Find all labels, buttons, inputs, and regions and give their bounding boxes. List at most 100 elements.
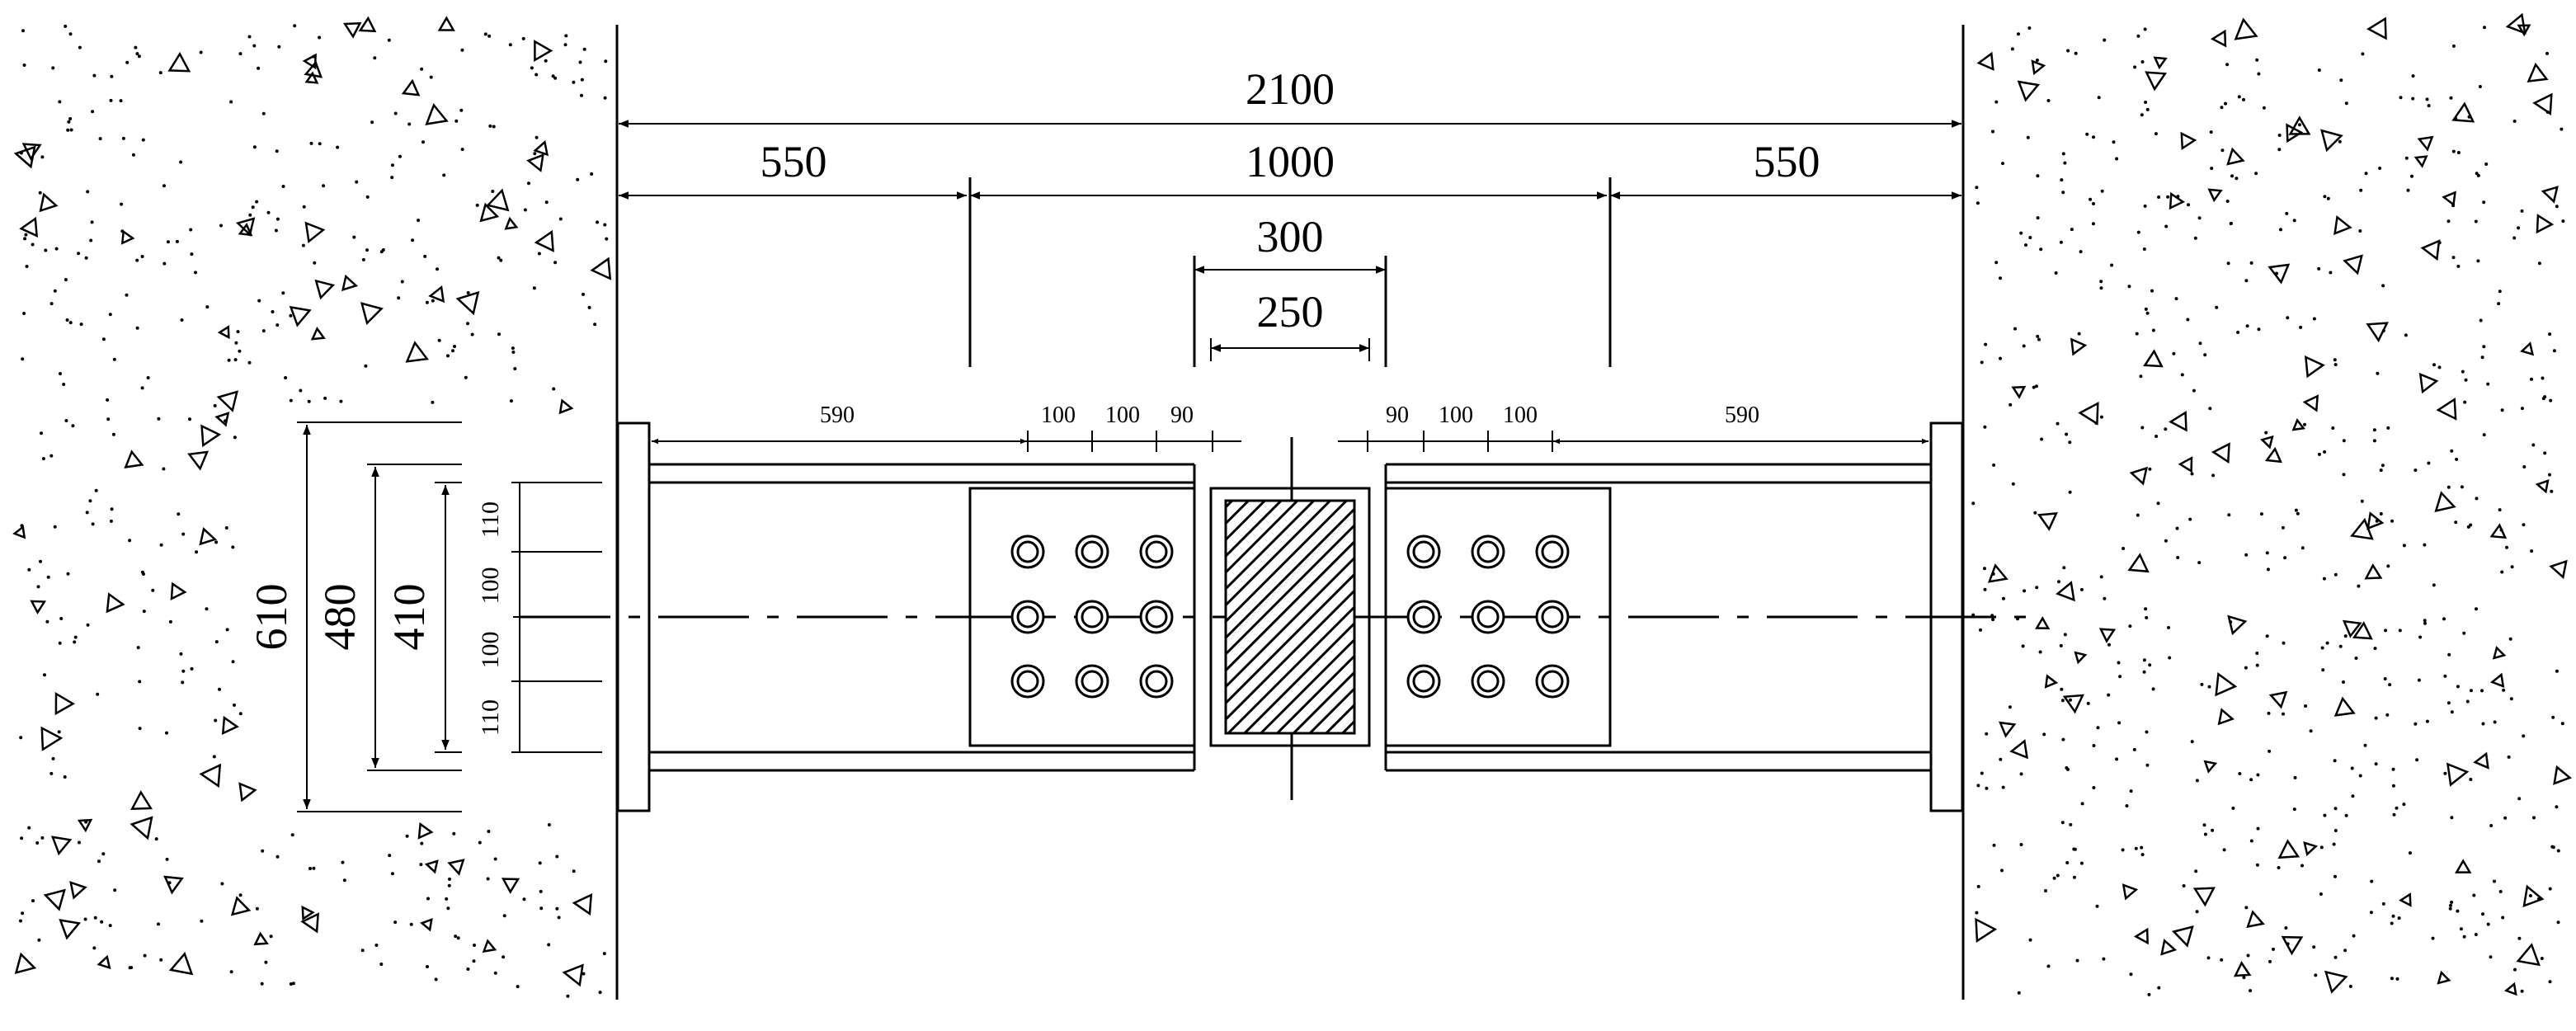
bolt-hole	[1081, 670, 1104, 693]
concrete-dot	[21, 357, 25, 361]
concrete-dot	[2036, 216, 2040, 220]
concrete-dot	[2475, 497, 2479, 501]
concrete-dot	[67, 120, 71, 124]
concrete-dot	[289, 398, 293, 403]
concrete-dot	[2238, 772, 2242, 775]
concrete-dot	[2379, 468, 2383, 473]
concrete-dot	[136, 646, 140, 650]
concrete-dot	[2061, 152, 2065, 156]
concrete-dot	[426, 965, 429, 968]
concrete-dot	[2156, 501, 2160, 506]
concrete-dot	[275, 217, 280, 221]
concrete-dot	[281, 291, 285, 295]
concrete-aggregate	[1999, 721, 2017, 738]
bolt-hole	[1145, 540, 1168, 563]
concrete-dot	[189, 228, 193, 232]
concrete-aggregate	[2203, 760, 2218, 774]
concrete-dot	[2498, 890, 2503, 893]
concrete-dot	[2530, 549, 2534, 553]
concrete-dot	[140, 255, 144, 258]
concrete-aggregate	[2549, 559, 2568, 580]
concrete-dot	[35, 841, 40, 845]
concrete-dot	[2296, 511, 2300, 516]
concrete-dot	[527, 181, 530, 186]
concrete-dot	[44, 248, 48, 252]
concrete-dot	[2483, 26, 2486, 30]
concrete-dot	[2197, 561, 2202, 565]
concrete-dot	[2446, 701, 2451, 705]
concrete-dot	[488, 124, 492, 128]
concrete-dot	[2509, 697, 2513, 701]
concrete-dot	[2249, 778, 2253, 782]
concrete-dot	[2450, 449, 2454, 453]
concrete-dot	[2363, 743, 2367, 747]
concrete-dot	[2292, 807, 2296, 812]
concrete-dot	[397, 296, 401, 300]
concrete-dot	[2059, 240, 2063, 244]
concrete-dot	[131, 153, 135, 157]
concrete-dot	[2208, 407, 2212, 411]
concrete-dot	[2129, 972, 2133, 977]
concrete-dot	[2145, 615, 2149, 619]
concrete-dot	[271, 310, 275, 313]
concrete-dot	[547, 823, 551, 826]
concrete-dot	[360, 949, 365, 953]
concrete-aggregate	[482, 939, 497, 953]
concrete-aggregate	[167, 51, 191, 73]
concrete-dot	[2550, 489, 2554, 493]
concrete-dot	[106, 417, 111, 421]
concrete-dot	[2210, 167, 2214, 171]
concrete-dot	[2474, 219, 2478, 224]
concrete-dot	[2279, 228, 2282, 232]
concrete-dot	[2323, 195, 2327, 199]
concrete-dot	[2550, 845, 2555, 849]
concrete-dot	[2317, 452, 2321, 456]
concrete-dot	[140, 386, 144, 390]
concrete-aggregate	[2129, 466, 2148, 486]
concrete-dot	[2418, 635, 2423, 639]
concrete-dot	[464, 375, 468, 379]
concrete-dot	[2332, 842, 2336, 846]
concrete-dot	[2040, 437, 2044, 441]
concrete-dot	[2011, 482, 2015, 486]
concrete-dot	[252, 145, 257, 149]
bolt-hole	[1412, 670, 1435, 693]
concrete-dot	[502, 955, 506, 959]
concrete-dot	[2342, 473, 2346, 477]
concrete-dot	[2561, 219, 2565, 224]
concrete-dot	[233, 435, 237, 440]
concrete-dot	[106, 398, 110, 402]
concrete-dot	[2493, 879, 2496, 883]
concrete-dot	[2001, 162, 2004, 166]
concrete-dot	[97, 859, 101, 864]
concrete-dot	[2164, 427, 2168, 431]
concrete-aggregate	[120, 229, 135, 245]
concrete-aggregate	[342, 21, 362, 39]
concrete-aggregate	[2417, 135, 2434, 152]
concrete-dot	[220, 882, 224, 886]
concrete-dot	[2379, 512, 2383, 516]
concrete-dot	[36, 585, 40, 589]
concrete-aggregate	[2473, 751, 2489, 770]
concrete-dot	[73, 635, 78, 639]
concrete-dot	[390, 176, 394, 180]
concrete-dot	[580, 78, 584, 82]
concrete-dot	[2399, 96, 2403, 100]
concrete-aggregate	[304, 71, 319, 84]
concrete-dot	[532, 286, 536, 290]
concrete-dot	[373, 56, 377, 60]
concrete-dot	[2338, 139, 2342, 144]
concrete-dot	[78, 45, 82, 49]
concrete-dot	[2374, 716, 2378, 720]
concrete-dot	[2033, 511, 2037, 515]
concrete-dot	[2404, 156, 2409, 160]
concrete-dot	[379, 963, 384, 966]
concrete-dot	[181, 669, 186, 673]
concrete-dot	[2548, 980, 2552, 984]
concrete-dot	[425, 300, 429, 304]
concrete-dot	[111, 432, 115, 436]
concrete-dot	[238, 893, 243, 897]
concrete-dot	[2427, 461, 2431, 465]
splice-plate-left	[968, 487, 1196, 747]
